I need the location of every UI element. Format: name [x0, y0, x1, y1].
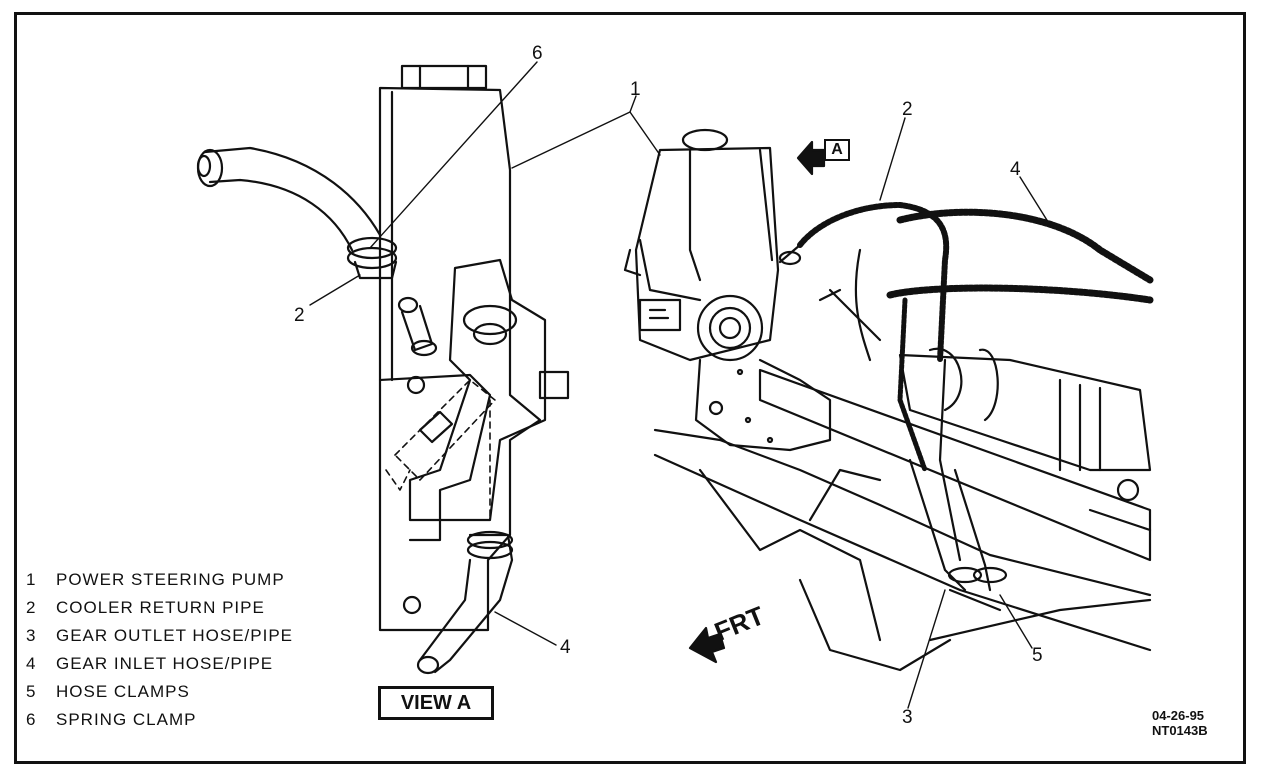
diagram-frame — [14, 12, 1246, 764]
legend-text: SPRING CLAMP — [56, 710, 197, 729]
callout-2-left: 2 — [294, 305, 305, 326]
legend-number: 1 — [26, 570, 37, 589]
view-a-marker: A — [824, 139, 850, 161]
callout-4-left: 4 — [560, 637, 571, 658]
view-a-gear-inlet-hose — [416, 530, 514, 675]
legend-item: 2 COOLER RETURN PIPE — [26, 598, 293, 626]
callout-6-left: 6 — [532, 43, 543, 64]
legend-number: 5 — [26, 682, 37, 701]
legend-number: 2 — [26, 598, 37, 617]
parts-legend: 1 POWER STEERING PUMP 2 COOLER RETURN PIPE… — [26, 570, 293, 738]
legend-text: GEAR OUTLET HOSE/PIPE — [56, 626, 294, 645]
figure-code-date: 04-26-95 — [1152, 708, 1205, 723]
legend-number: 3 — [26, 626, 37, 645]
legend-number: 6 — [26, 710, 37, 729]
pump-pulley — [696, 294, 764, 362]
view-a-cooler-return-hose — [196, 146, 398, 280]
legend-number: 4 — [26, 654, 37, 673]
front-arrow-icon — [688, 626, 726, 664]
gear-inlet-hose — [886, 208, 1154, 473]
legend-item: 5 HOSE CLAMPS — [26, 682, 293, 710]
steering-gear — [758, 347, 1152, 562]
callout-5: 5 — [1032, 645, 1043, 666]
figure-code-id: NT0143B — [1152, 723, 1208, 738]
legend-text: GEAR INLET HOSE/PIPE — [56, 654, 274, 673]
cooler-return-pipe — [778, 202, 962, 562]
legend-item: 3 GEAR OUTLET HOSE/PIPE — [26, 626, 293, 654]
gear-outlet-hose — [818, 248, 1008, 612]
callout-2-right: 2 — [902, 99, 913, 120]
figure-code: 04-26-95 NT0143B — [1152, 708, 1208, 738]
legend-item: 6 SPRING CLAMP — [26, 710, 293, 738]
pump-bracket — [694, 358, 832, 452]
callout-4-right: 4 — [1010, 159, 1021, 180]
view-a-label: VIEW A — [378, 686, 494, 720]
callout-3: 3 — [902, 707, 913, 728]
callout-1: 1 — [630, 79, 641, 100]
legend-text: POWER STEERING PUMP — [56, 570, 285, 589]
view-a-pump-body — [378, 64, 570, 632]
leader-lines — [309, 61, 1051, 709]
view-a-arrow-icon — [796, 140, 826, 176]
legend-text: COOLER RETURN PIPE — [56, 598, 265, 617]
legend-item: 1 POWER STEERING PUMP — [26, 570, 293, 598]
legend-item: 4 GEAR INLET HOSE/PIPE — [26, 654, 293, 682]
pump-reservoir — [623, 128, 780, 362]
legend-text: HOSE CLAMPS — [56, 682, 190, 701]
